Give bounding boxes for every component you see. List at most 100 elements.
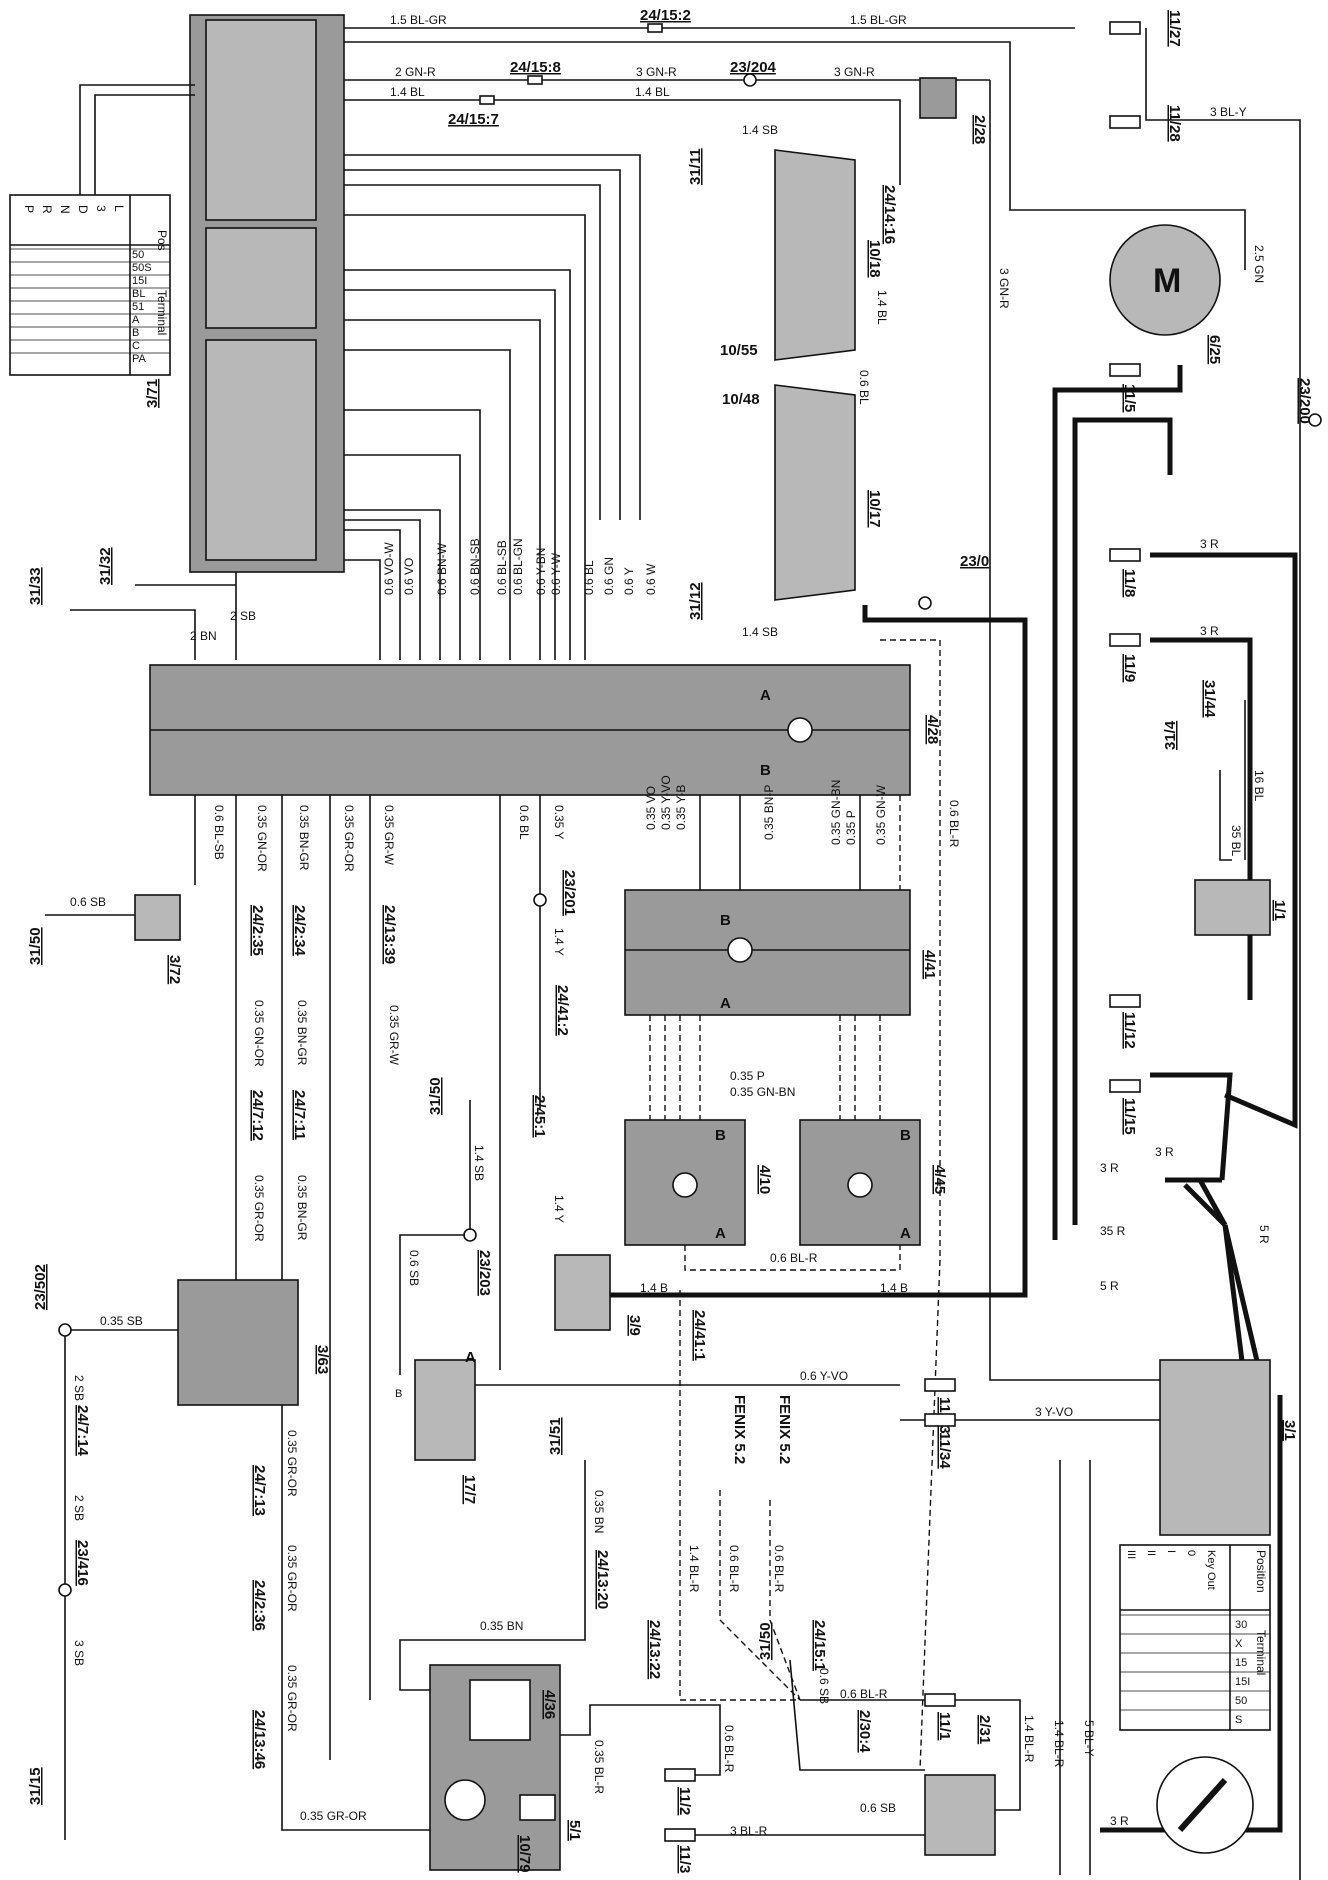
pos-table-terminal: PA xyxy=(132,353,147,365)
wire-label: 3 SB xyxy=(72,1640,86,1666)
module-4-10: B A 4/10 xyxy=(624,1119,773,1246)
svg-text:0.35 GN-OR: 0.35 GN-OR xyxy=(252,1000,266,1067)
svg-text:0.35 GR-OR: 0.35 GR-OR xyxy=(285,1430,299,1497)
wire-label: 0.35 BN xyxy=(480,1619,523,1633)
ground-31-4: 31/4 xyxy=(1162,720,1179,750)
wire-label: 0.35 BN xyxy=(592,1490,606,1533)
svg-text:4/10: 4/10 xyxy=(756,1165,773,1194)
svg-text:4/36: 4/36 xyxy=(541,1690,558,1719)
svg-text:11/3: 11/3 xyxy=(676,1845,693,1873)
svg-text:0.35 GN-W: 0.35 GN-W xyxy=(874,784,888,845)
svg-text:0.6 VO: 0.6 VO xyxy=(402,558,416,595)
wire-label: 35 BL xyxy=(1229,825,1243,857)
svg-text:4/45: 4/45 xyxy=(931,1165,948,1194)
wire-label: 1.5 BL-GR xyxy=(850,13,907,27)
wire-label: 1.4 Y xyxy=(552,928,566,956)
svg-text:11/5: 11/5 xyxy=(1121,384,1138,412)
svg-text:10/17: 10/17 xyxy=(866,490,883,528)
key-table-position: II xyxy=(1145,1550,1157,1556)
ground-31-44: 31/44 xyxy=(1201,680,1218,718)
svg-text:11/8: 11/8 xyxy=(1121,569,1138,597)
fuse-11-9: 11/9 xyxy=(1109,633,1141,682)
wire-label: 3 R xyxy=(1200,537,1219,551)
relay-2-31: 2/31 xyxy=(924,1715,996,1856)
svg-text:24/7:13: 24/7:13 xyxy=(251,1465,268,1516)
splice-23-203: 23/203 xyxy=(476,1250,493,1296)
svg-text:3/1: 3/1 xyxy=(1281,1420,1298,1441)
svg-text:24/13:46: 24/13:46 xyxy=(251,1710,268,1769)
connector-24-15-1: 24/15:1 xyxy=(811,1620,828,1671)
svg-text:0.35 GR-OR: 0.35 GR-OR xyxy=(342,805,356,872)
label-3-71: 3/71 xyxy=(144,379,161,408)
svg-text:11/2: 11/2 xyxy=(676,1787,693,1815)
connector-24-15-7: 24/15:7 xyxy=(448,111,499,128)
svg-text:2/28: 2/28 xyxy=(971,115,988,144)
pos-table-position: 3 xyxy=(94,205,108,212)
wire-label: 0.35 P xyxy=(730,1069,765,1083)
svg-text:0.6 BL: 0.6 BL xyxy=(582,560,596,595)
fuse-11-2: 11/2 xyxy=(664,1768,696,1815)
svg-text:0.35 BN-GR: 0.35 BN-GR xyxy=(297,805,311,871)
wire-label: 0.6 Y-VO xyxy=(800,1369,848,1383)
connector-24-13-20: 24/13:20 xyxy=(594,1550,611,1609)
switch-3-9: 3/9 xyxy=(554,1254,643,1336)
wire-label: 5 R xyxy=(1100,1279,1119,1293)
top-wires xyxy=(79,27,1301,1880)
wire-label: 1.4 BL-R xyxy=(687,1545,701,1593)
svg-text:2/31: 2/31 xyxy=(976,1715,993,1744)
svg-text:0.35 P: 0.35 P xyxy=(844,810,858,845)
svg-text:10/79: 10/79 xyxy=(516,1835,533,1873)
fuse-11-27: 11/27 xyxy=(1109,10,1183,47)
wire-label: 1.4 B xyxy=(880,1281,908,1295)
pos-table-position: D xyxy=(76,205,90,214)
wire-label: 0.6 BL-R xyxy=(947,800,961,848)
svg-text:4/28: 4/28 xyxy=(924,715,941,744)
wire-label: 3 BL-Y xyxy=(1210,105,1247,119)
key-table-terminal: 15 xyxy=(1235,1657,1247,1669)
wire-label: 5 BL-Y xyxy=(1082,1720,1096,1757)
connector-24-14-16: 24/14:16 xyxy=(881,185,898,244)
svg-text:0.6 BL-SB: 0.6 BL-SB xyxy=(212,805,226,860)
svg-text:5/1: 5/1 xyxy=(566,1820,583,1841)
svg-text:11/12: 11/12 xyxy=(1121,1012,1138,1049)
motor-6-25: M 6/25 xyxy=(1109,224,1223,364)
fuse-11-5: 11/5 xyxy=(1109,363,1141,412)
svg-text:0.35 GN-OR: 0.35 GN-OR xyxy=(255,805,269,872)
wire-label: 3 R xyxy=(1100,1161,1119,1175)
svg-text:A: A xyxy=(720,995,731,1012)
wire-label: 3 BL-R xyxy=(730,1824,768,1838)
connector-column-left: 24/2:35 24/2:34 24/13:39 0.35 GN-OR 0.35… xyxy=(249,905,401,1242)
wire-label: 2 BN xyxy=(190,629,217,643)
switch-3-72: 3/72 xyxy=(134,894,183,984)
svg-text:6/25: 6/25 xyxy=(1206,335,1223,364)
svg-text:0.6 BN-SB: 0.6 BN-SB xyxy=(468,538,482,595)
svg-text:0.35 VO: 0.35 VO xyxy=(644,786,658,830)
splice-23-204: 23/204 xyxy=(730,59,777,76)
connector-24-15-8: 24/15:8 xyxy=(510,59,561,76)
svg-text:24/7:11: 24/7:11 xyxy=(291,1090,308,1140)
svg-text:0.6 GN: 0.6 GN xyxy=(602,557,616,595)
key-table-terminal: 30 xyxy=(1235,1619,1247,1631)
ecu-top-wire-labels: 0.6 VO-W 0.6 VO 0.6 BN-W 0.6 BN-SB 0.6 B… xyxy=(382,538,658,595)
svg-text:24/7:12: 24/7:12 xyxy=(249,1090,266,1141)
wire-label: 2 SB xyxy=(72,1375,86,1401)
svg-text:24/2:36: 24/2:36 xyxy=(251,1580,268,1631)
pos-table-terminal: 51 xyxy=(132,301,144,313)
fuse-11-28: 11/28 xyxy=(1109,105,1183,142)
pos-table-terminal: 15I xyxy=(132,275,147,287)
svg-text:24/2:35: 24/2:35 xyxy=(249,905,266,956)
relay-1-1: 1/1 xyxy=(1194,879,1288,936)
svg-text:11/27: 11/27 xyxy=(1166,10,1183,47)
pos-table-terminal: C xyxy=(132,340,140,352)
ecu-pin-B: B xyxy=(760,762,771,779)
svg-text:0.6 BL-GN: 0.6 BL-GN xyxy=(511,538,525,595)
ground-31-50-c: 31/50 xyxy=(757,1622,774,1660)
ground-31-15: 31/15 xyxy=(27,1767,44,1805)
key-table-position: III xyxy=(1125,1550,1137,1559)
svg-text:B: B xyxy=(720,912,731,929)
svg-text:11/9: 11/9 xyxy=(1121,654,1138,682)
svg-text:0.6 Y: 0.6 Y xyxy=(622,567,636,595)
pos-table-position: N xyxy=(58,205,72,214)
pos-table-terminal: BL xyxy=(132,288,145,300)
svg-text:0.35 Y-B: 0.35 Y-B xyxy=(674,785,688,830)
